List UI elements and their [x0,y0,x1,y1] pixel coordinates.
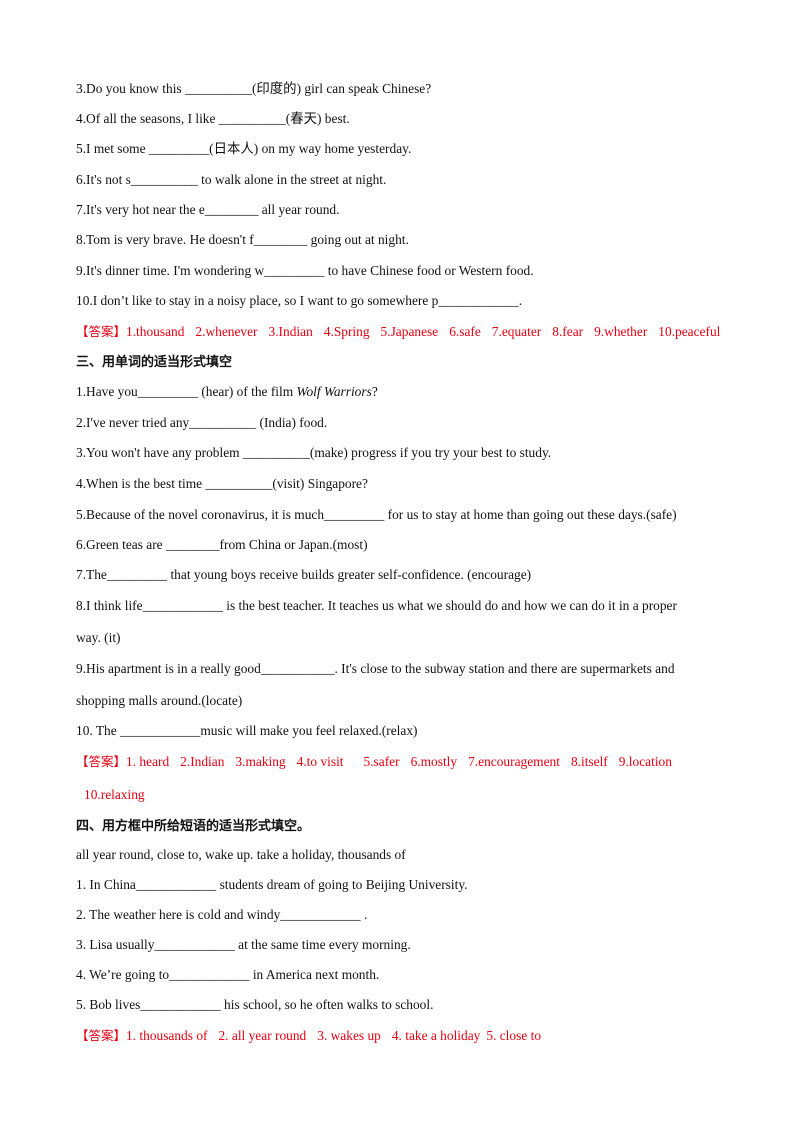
answer-item: 3. wakes up [317,1028,381,1043]
film-title: Wolf Warriors [296,384,372,399]
question-2-3: 3.Do you know this __________(印度的) girl … [76,81,432,96]
answer-key-3: 【答案】1. heard 2.Indian 3.making 4.to visit 5.… [76,753,672,771]
answer-item: 8.fear [552,324,584,339]
question-3-3: 3.You won't have any problem __________(… [76,445,552,460]
question-3-4: 4.When is the best time __________(visit… [76,476,368,491]
answer-key-3-line2: 10.relaxing [84,787,145,802]
answer-item: 1. thousands of [126,1028,208,1043]
answer-item: 5.Japanese [380,324,439,339]
answer-label: 【答案】 [76,324,127,339]
section-heading-3: 三、用单词的适当形式填空 [76,355,233,370]
question-3-1: 1.Have you_________ (hear) of the film W… [76,383,378,401]
answer-item: 3.Indian [268,324,313,339]
question-text: 1.Have you_________ (hear) of the film [76,384,297,399]
question-3-10: 10. The ____________music will make you … [76,723,418,738]
answer-item: 4.to visit [296,754,344,769]
question-4-4: 4. We’re going to____________ in America… [76,967,380,982]
question-2-5: 5.I met some _________(日本人) on my way ho… [76,141,412,156]
answer-item: 1. heard [126,754,170,769]
question-3-2: 2.I've never tried any__________ (India)… [76,415,328,430]
answer-key-4: 【答案】1. thousands of 2. all year round 3. w… [76,1027,541,1045]
question-3-9-line1: 9.His apartment is in a really good_____… [76,661,675,676]
question-2-9: 9.It's dinner time. I'm wondering w_____… [76,263,534,278]
question-3-8-line2: way. (it) [76,630,121,645]
answer-item: 5.safer [363,754,400,769]
answer-label: 【答案】 [76,754,127,769]
question-3-8-line1: 8.I think life____________ is the best t… [76,598,677,613]
answer-item: 4. take a holiday [391,1028,481,1043]
answer-label: 【答案】 [76,1028,127,1043]
answer-item: 6.mostly [410,754,458,769]
question-3-7: 7.The_________ that young boys receive b… [76,567,532,582]
question-4-3: 3. Lisa usually____________ at the same … [76,937,411,952]
question-2-8: 8.Tom is very brave. He doesn't f_______… [76,232,409,247]
answer-item: 2.whenever [195,324,258,339]
question-4-2: 2. The weather here is cold and windy___… [76,907,368,922]
section-heading-4: 四、用方框中所给短语的适当形式填空。 [76,819,311,834]
question-2-10: 10.I don’t like to stay in a noisy place… [76,293,523,308]
question-2-6: 6.It's not s__________ to walk alone in … [76,172,387,187]
answer-item: 2. all year round [218,1028,307,1043]
answer-item: 9.whether [594,324,648,339]
answer-item: 5. close to [486,1028,542,1043]
answer-item: 1.thousand [126,324,185,339]
phrase-box: all year round, close to, wake up. take … [76,847,406,862]
question-text: ? [371,384,378,399]
answer-item: 2.Indian [180,754,225,769]
answer-item: 7.equater [491,324,542,339]
answer-key-2: 【答案】1.thousand 2.whenever 3.Indian 4.Spring… [76,323,720,341]
question-3-6: 6.Green teas are ________from China or J… [76,537,368,552]
answer-item: 8.itself [570,754,608,769]
answer-item: 7.encouragement [468,754,560,769]
answer-item: 3.making [235,754,286,769]
question-2-7: 7.It's very hot near the e________ all y… [76,202,340,217]
answer-item: 9.location [618,754,672,769]
answer-item: 4.Spring [323,324,370,339]
question-2-4: 4.Of all the seasons, I like __________(… [76,111,350,126]
question-4-5: 5. Bob lives____________ his school, so … [76,997,434,1012]
answer-item: 6.safe [449,324,481,339]
question-3-9-line2: shopping malls around.(locate) [76,693,243,708]
question-3-5: 5.Because of the novel coronavirus, it i… [76,507,677,522]
answer-item: 10.peaceful [658,324,721,339]
question-4-1: 1. In China____________ students dream o… [76,877,468,892]
